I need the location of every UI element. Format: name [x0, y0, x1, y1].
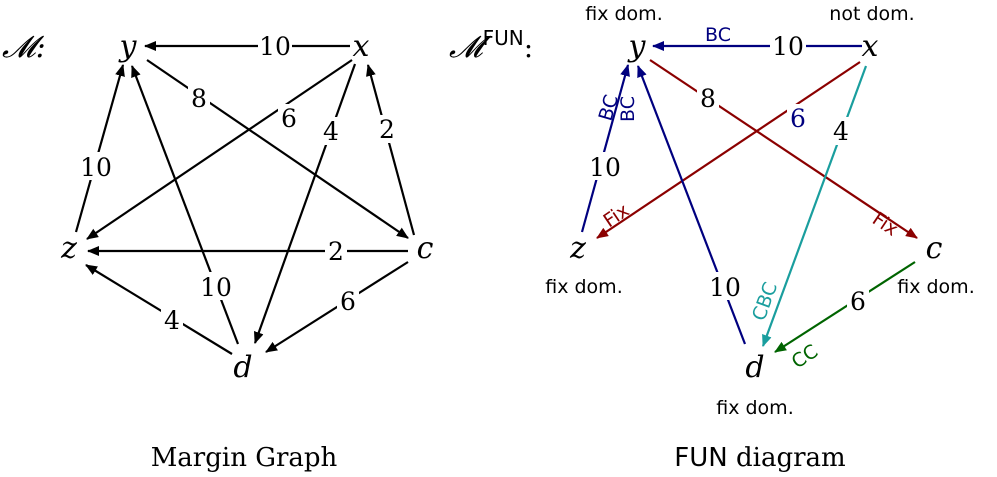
edge-c-x	[366, 64, 416, 236]
fun-node-c: c	[926, 231, 943, 266]
status-y: fix dom.	[585, 3, 662, 25]
fun-edge-label-x-y: 10	[772, 32, 804, 61]
status-c: fix dom.	[897, 276, 974, 298]
fun-node-d: d	[745, 350, 764, 385]
margin-graph-title: 𝓜:	[2, 30, 46, 65]
fun-node-y: y	[627, 29, 647, 64]
status-z: fix dom.	[545, 276, 622, 298]
node-y: y	[118, 29, 138, 64]
tag-bc-d-y: BC	[617, 96, 639, 122]
fun-edge-x-d	[761, 65, 868, 347]
fun-diagram: 𝓜FUN: 10 8 6 4 10 10	[449, 3, 975, 473]
edge-label-z-y: 10	[80, 153, 112, 182]
tag-cbc-x-d: CBC	[748, 279, 782, 323]
fun-node-z: z	[569, 231, 586, 266]
tag-cc-c-d: CC	[788, 340, 822, 373]
edge-d-z	[85, 264, 233, 355]
fun-edge-d-y	[636, 65, 747, 345]
edge-label-y-c: 8	[191, 84, 207, 113]
edge-x-z	[86, 59, 353, 240]
edge-label-x-d: 4	[323, 117, 339, 146]
fun-edge-z-y	[580, 64, 630, 233]
tag-fix-x-z: Fix	[599, 199, 633, 232]
fun-edge-label-d-y: 10	[709, 273, 741, 302]
fun-edge-c-d	[774, 261, 916, 353]
edge-label-c-z: 2	[328, 237, 344, 266]
edge-label-x-y: 10	[259, 32, 291, 61]
node-d: d	[233, 350, 252, 385]
edge-label-c-x: 2	[379, 115, 395, 144]
status-x: not dom.	[829, 3, 914, 25]
edge-label-c-d: 6	[340, 287, 356, 316]
node-z: z	[60, 231, 77, 266]
edge-z-y	[74, 64, 125, 233]
fun-edge-y-c	[649, 59, 918, 239]
status-d: fix dom.	[716, 397, 793, 419]
node-x: x	[353, 29, 370, 64]
edge-y-c	[146, 59, 409, 239]
tag-bc-x-y: BC	[705, 24, 731, 46]
fun-edge-label-c-d: 6	[850, 287, 866, 316]
margin-graph-caption: Margin Graph	[151, 443, 338, 473]
edge-label-d-z: 4	[164, 306, 180, 335]
edge-label-d-y: 10	[200, 273, 232, 302]
margin-graph: 𝓜: 10 8 6 4 2 10	[2, 29, 434, 473]
fun-edge-label-y-c: 8	[700, 84, 716, 113]
fun-diagram-title: 𝓜FUN:	[449, 26, 533, 65]
fun-edge-label-x-d: 4	[833, 117, 849, 146]
node-c: c	[417, 231, 434, 266]
fun-diagram-caption: FUN diagram	[674, 443, 845, 473]
fun-edge-label-z-y: 10	[589, 153, 621, 182]
tag-fix-y-c: Fix	[868, 208, 902, 241]
fun-edge-label-x-z: 6	[790, 104, 806, 133]
fun-node-x: x	[862, 29, 879, 64]
fun-edge-x-z	[596, 61, 861, 239]
edge-label-x-z: 6	[281, 104, 297, 133]
edge-x-d	[253, 63, 357, 344]
